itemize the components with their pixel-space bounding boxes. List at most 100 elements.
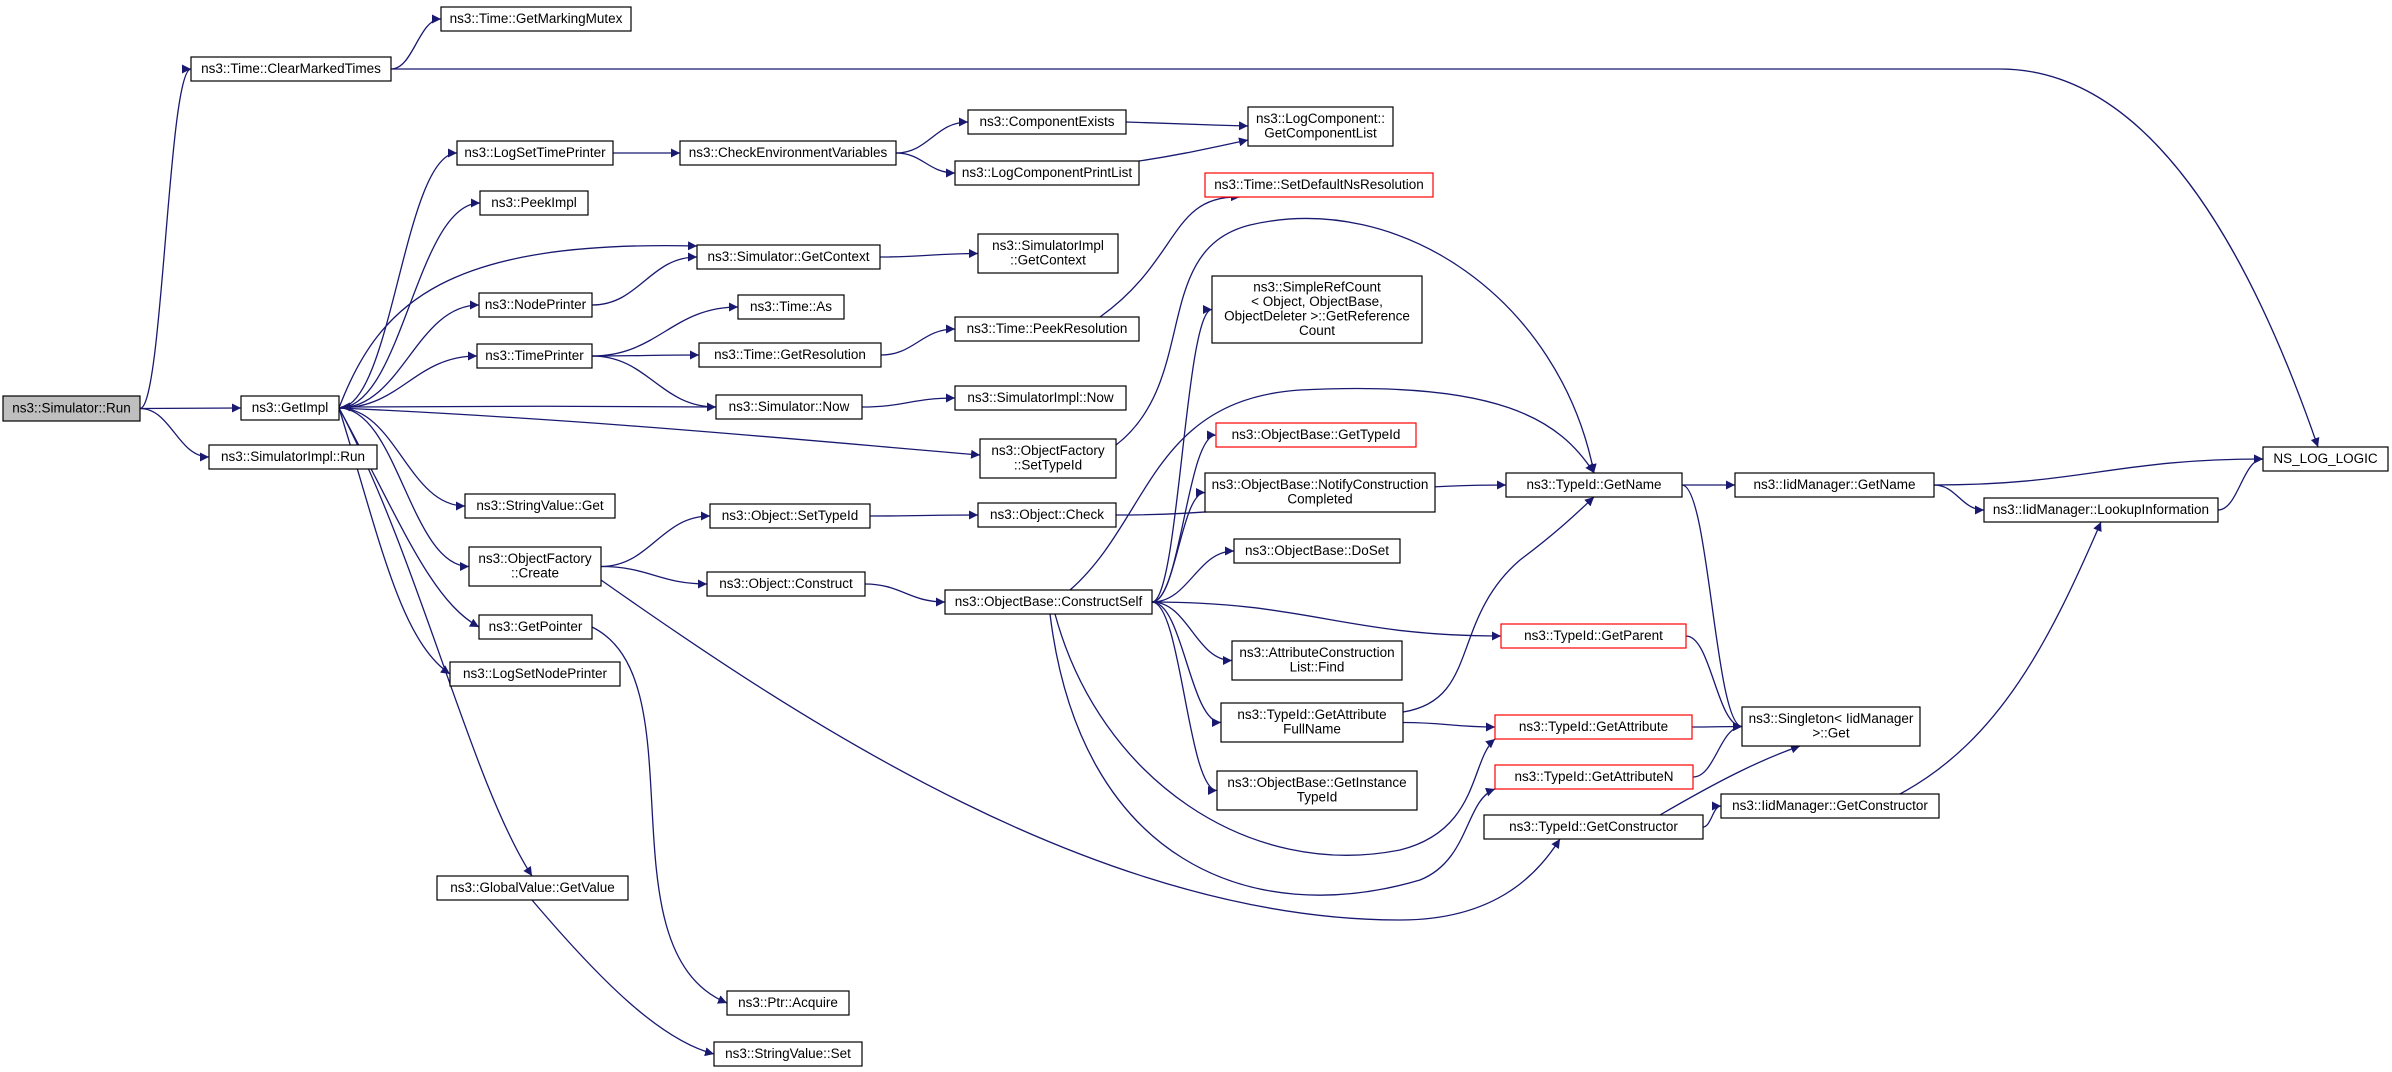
node-box <box>954 316 1140 342</box>
edge-logCompPrintList-to-getComponentList <box>1138 137 1249 162</box>
node-setDefaultNs[interactable]: ns3::Time::SetDefaultNsResolution <box>1204 172 1434 198</box>
node-objSetTypeId[interactable]: ns3::Object::SetTypeId <box>709 503 871 529</box>
node-obGetTypeId[interactable]: ns3::ObjectBase::GetTypeId <box>1215 422 1417 448</box>
edge-getImpl-to-simGetContext <box>338 241 698 409</box>
edge-getImpl-to-peekImpl <box>338 198 481 409</box>
node-label: NS_LOG_LOGIC <box>2273 451 2378 466</box>
node-getImpl[interactable]: ns3::GetImpl <box>240 395 340 421</box>
node-logCompPrintList[interactable]: ns3::LogComponentPrintList <box>954 160 1140 186</box>
node-ofSetTypeId[interactable]: ns3::ObjectFactory::SetTypeId <box>979 438 1117 479</box>
node-simNow[interactable]: ns3::Simulator::Now <box>715 394 863 420</box>
node-timePrinter[interactable]: ns3::TimePrinter <box>476 343 593 369</box>
node-label: ns3::ComponentExists <box>979 114 1114 129</box>
node-ofCreate[interactable]: ns3::ObjectFactory::Create <box>468 546 602 587</box>
edge-getPointer-to-ptrAcquire <box>591 626 728 1004</box>
node-tidGetName[interactable]: ns3::TypeId::GetName <box>1505 472 1683 498</box>
node-clearMarked[interactable]: ns3::Time::ClearMarkedTimes <box>190 56 392 82</box>
edge-obConstructSelf-to-tidGetName <box>1069 387 1595 591</box>
node-box <box>240 395 340 421</box>
node-label: ns3::TypeId::GetParent <box>1524 628 1663 643</box>
node-timeGetRes[interactable]: ns3::Time::GetResolution <box>698 342 882 368</box>
node-nsLogLogic[interactable]: NS_LOG_LOGIC <box>2262 446 2389 472</box>
edge-checkEnv-to-logCompPrintList <box>895 152 956 178</box>
node-box <box>954 385 1127 411</box>
node-simImplGetContext[interactable]: ns3::SimulatorImpl::GetContext <box>977 233 1119 274</box>
node-peekImpl[interactable]: ns3::PeekImpl <box>479 190 589 216</box>
node-objConstruct[interactable]: ns3::Object::Construct <box>706 571 866 597</box>
node-nodePrinter[interactable]: ns3::NodePrinter <box>478 292 593 318</box>
node-singletonGet[interactable]: ns3::Singleton< IidManager >::Get <box>1741 706 1921 747</box>
node-label: ns3::LogSetNodePrinter <box>463 666 608 681</box>
node-obNotify[interactable]: ns3::ObjectBase::NotifyConstructionCompl… <box>1204 472 1436 513</box>
node-box <box>977 502 1117 528</box>
node-label: ns3::IidManager::GetName <box>1753 477 1915 492</box>
node-box <box>698 342 882 368</box>
node-tidGetAttribute[interactable]: ns3::TypeId::GetAttribute <box>1494 714 1693 740</box>
node-label: List::Find <box>1290 660 1345 675</box>
node-box <box>1494 714 1693 740</box>
node-box <box>1204 172 1434 198</box>
node-obDoSet[interactable]: ns3::ObjectBase::DoSet <box>1233 538 1401 564</box>
node-simpleRefCount[interactable]: ns3::SimpleRefCount< Object, ObjectBase,… <box>1211 275 1423 344</box>
node-label: GetComponentList <box>1264 126 1377 141</box>
node-iidLookup[interactable]: ns3::IidManager::LookupInformation <box>1983 497 2219 523</box>
node-ptrAcquire[interactable]: ns3::Ptr::Acquire <box>726 990 850 1016</box>
node-tidGetConstructor[interactable]: ns3::TypeId::GetConstructor <box>1483 814 1704 840</box>
node-box <box>1483 814 1704 840</box>
node-componentExists[interactable]: ns3::ComponentExists <box>967 109 1127 135</box>
node-label: ns3::Time::ClearMarkedTimes <box>201 61 381 76</box>
node-timePeekRes[interactable]: ns3::Time::PeekResolution <box>954 316 1140 342</box>
node-logSetNodePrinter[interactable]: ns3::LogSetNodePrinter <box>449 661 621 687</box>
edge-ofCreate-to-objConstruct <box>600 565 708 589</box>
node-iidGetName[interactable]: ns3::IidManager::GetName <box>1734 472 1935 498</box>
edge-timePrinter-to-simNow <box>591 355 717 412</box>
node-logSetTimePrinter[interactable]: ns3::LogSetTimePrinter <box>456 140 614 166</box>
node-run[interactable]: ns3::Simulator::Run <box>2 395 141 422</box>
node-label: ns3::NodePrinter <box>485 297 587 312</box>
node-tidGetAttributeN[interactable]: ns3::TypeId::GetAttributeN <box>1494 764 1694 790</box>
node-tidGetParent[interactable]: ns3::TypeId::GetParent <box>1500 623 1687 649</box>
node-box <box>713 1041 863 1067</box>
node-label: ns3::SimpleRefCount <box>1253 280 1381 295</box>
edge-run-to-simImplRun <box>139 407 210 462</box>
node-globalGetValue[interactable]: ns3::GlobalValue::GetValue <box>436 875 629 901</box>
node-simGetContext[interactable]: ns3::Simulator::GetContext <box>696 244 881 270</box>
node-label: ns3::Object::Check <box>990 507 1104 522</box>
node-simImplNow[interactable]: ns3::SimulatorImpl::Now <box>954 385 1127 411</box>
edge-globalGetValue-to-stringValueSet <box>531 899 715 1057</box>
node-timeAs[interactable]: ns3::Time::As <box>737 294 845 320</box>
node-stringValueGet[interactable]: ns3::StringValue::Get <box>464 493 616 519</box>
node-objCheck[interactable]: ns3::Object::Check <box>977 502 1117 528</box>
node-box <box>1494 764 1694 790</box>
node-iidGetConstructor[interactable]: ns3::IidManager::GetConstructor <box>1720 793 1940 819</box>
node-checkEnv[interactable]: ns3::CheckEnvironmentVariables <box>679 140 897 166</box>
node-label: ns3::TypeId::GetAttribute <box>1237 707 1386 722</box>
node-label: ns3::SimulatorImpl <box>992 238 1104 253</box>
node-label: ns3::LogComponent:: <box>1256 111 1385 126</box>
node-obConstructSelf[interactable]: ns3::ObjectBase::ConstructSelf <box>944 589 1153 615</box>
node-stringValueSet[interactable]: ns3::StringValue::Set <box>713 1041 863 1067</box>
node-getComponentList[interactable]: ns3::LogComponent::GetComponentList <box>1247 106 1394 147</box>
node-label: ns3::StringValue::Get <box>476 498 604 513</box>
node-getPointer[interactable]: ns3::GetPointer <box>478 614 593 640</box>
node-box <box>478 292 593 318</box>
edge-getImpl-to-ofSetTypeId <box>338 407 981 459</box>
node-label: ns3::IidManager::LookupInformation <box>1993 502 2209 517</box>
node-label: ns3::Simulator::Now <box>729 399 850 414</box>
node-label: ns3::SimulatorImpl::Run <box>221 449 365 464</box>
node-label: FullName <box>1283 722 1341 737</box>
node-box <box>440 6 632 32</box>
node-box <box>1220 702 1404 743</box>
edge-run-to-clearMarked <box>139 64 192 410</box>
edge-timePrinter-to-timeGetRes <box>591 350 700 360</box>
node-getMarkingMutex[interactable]: ns3::Time::GetMarkingMutex <box>440 6 632 32</box>
node-simImplRun[interactable]: ns3::SimulatorImpl::Run <box>208 444 378 470</box>
node-label: ns3::Time::As <box>750 299 832 314</box>
edge-checkEnv-to-componentExists <box>895 117 969 154</box>
node-label: ns3::Singleton< IidManager <box>1749 711 1914 726</box>
node-label: ns3::ObjectBase::GetTypeId <box>1232 427 1401 442</box>
